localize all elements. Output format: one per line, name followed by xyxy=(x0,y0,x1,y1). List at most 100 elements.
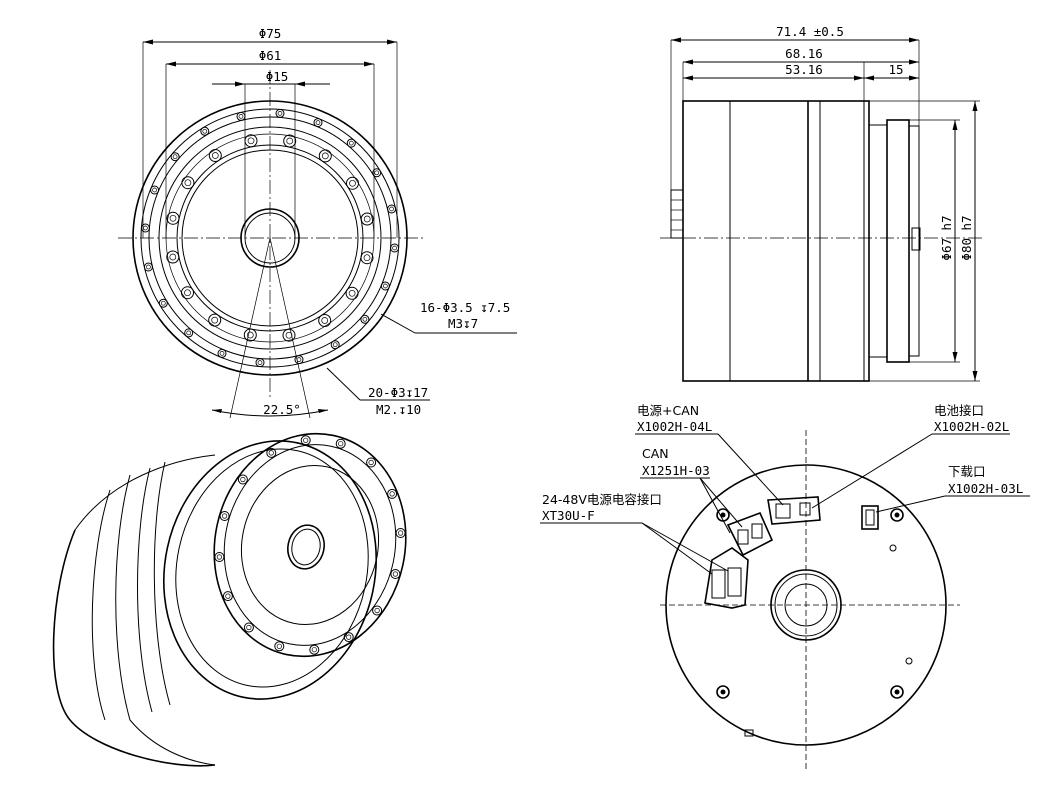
mounting-hole xyxy=(387,488,398,499)
mounting-hole xyxy=(390,243,400,253)
mounting-hole xyxy=(266,447,277,458)
mounting-hole xyxy=(237,474,248,485)
mounting-hole-inner xyxy=(238,114,244,119)
mounting-hole xyxy=(274,641,285,652)
mounting-hole xyxy=(166,211,180,225)
mounting-hole-inner xyxy=(186,330,192,336)
mounting-hole-inner xyxy=(315,120,321,125)
mounting-hole xyxy=(345,286,359,300)
mounting-hole xyxy=(170,152,180,162)
mounting-hole-inner xyxy=(257,360,263,365)
mounting-hole-inner xyxy=(368,459,374,466)
hole-callout-1: 16-Φ3.5 ↧7.5 xyxy=(420,300,510,315)
connector-label-power-can: 电源+CAN xyxy=(637,403,699,418)
mounting-hole xyxy=(143,262,153,272)
mounting-hole-inner xyxy=(392,245,397,251)
mounting-hole-inner xyxy=(277,111,283,116)
mounting-hole xyxy=(236,111,246,121)
mounting-hole-inner xyxy=(169,253,177,261)
mounting-hole-inner xyxy=(240,476,246,483)
connector-part-download: X1002H-03L xyxy=(948,481,1023,496)
mounting-hole xyxy=(243,622,254,633)
mounting-hole-inner xyxy=(143,225,148,231)
mounting-hole-inner xyxy=(247,137,255,145)
connector-part-battery: X1002H-02L xyxy=(934,419,1009,434)
mounting-hole-inner xyxy=(152,187,157,193)
mounting-hole xyxy=(318,314,332,327)
mounting-hole xyxy=(380,281,390,291)
mounting-hole-inner xyxy=(338,441,344,447)
dim-dia-mid: Φ61 xyxy=(259,48,282,63)
mounting-hole-inner xyxy=(392,571,398,577)
connector-part-can: X1251H-03 xyxy=(642,463,710,478)
mounting-hole xyxy=(214,552,225,562)
mounting-hole-inner xyxy=(169,214,177,222)
mounting-hole xyxy=(181,286,194,300)
mounting-hole-inner xyxy=(311,647,317,653)
dim-dia-67: Φ67 h7 xyxy=(939,215,954,260)
mounting-hole-inner xyxy=(389,491,395,497)
dim-length-a: 68.16 xyxy=(785,46,823,61)
mounting-hole-inner xyxy=(184,289,191,297)
mounting-hole xyxy=(217,348,227,358)
mounting-hole-inner xyxy=(276,643,282,649)
mounting-hole-inner xyxy=(285,331,293,339)
mounting-hole-inner xyxy=(362,316,368,322)
mounting-hole xyxy=(390,569,401,579)
dim-dia-80: Φ80 h7 xyxy=(959,215,974,260)
mounting-hole-inner xyxy=(321,317,329,324)
mounting-hole xyxy=(330,340,340,350)
mounting-hole xyxy=(360,314,370,324)
mounting-hole xyxy=(208,313,222,327)
mounting-hole-inner xyxy=(349,179,356,187)
mounting-hole-inner xyxy=(348,289,356,297)
mounting-hole-inner xyxy=(184,179,192,187)
dim-length-total: 71.4 ±0.5 xyxy=(776,24,844,39)
dim-dia-inner: Φ15 xyxy=(266,69,289,84)
mounting-hole-inner xyxy=(246,331,254,339)
mounting-hole-inner xyxy=(389,206,394,212)
connector-label-power-cap: 24-48V电源电容接口 xyxy=(542,492,662,507)
dim-length-c: 15 xyxy=(888,62,903,77)
mounting-hole-inner xyxy=(303,437,309,443)
mounting-hole-inner xyxy=(268,450,274,456)
mounting-hole xyxy=(372,605,383,616)
isometric-view xyxy=(52,432,407,767)
mounting-hole xyxy=(294,355,304,365)
hole-callout-2: 20-Φ3↧17 xyxy=(368,385,428,400)
mounting-hole xyxy=(283,134,297,148)
mounting-hole-inner xyxy=(211,316,219,324)
mounting-hole xyxy=(309,644,320,655)
mounting-hole xyxy=(343,632,354,643)
mounting-hole-inner xyxy=(219,351,225,356)
mounting-hole-inner xyxy=(363,254,371,262)
mounting-hole xyxy=(208,149,222,162)
mounting-hole xyxy=(222,591,233,602)
mounting-hole xyxy=(346,176,359,190)
mounting-hole xyxy=(219,511,230,521)
mounting-hole-inner xyxy=(374,607,380,614)
mounting-hole-inner xyxy=(222,513,228,519)
mounting-hole xyxy=(150,185,160,195)
mounting-hole xyxy=(140,223,150,233)
mounting-hole xyxy=(313,118,323,128)
mounting-hole xyxy=(255,358,265,368)
dim-length-b: 53.16 xyxy=(785,62,823,77)
mounting-hole xyxy=(181,176,195,190)
hole-callout-2b: M2.↧10 xyxy=(376,402,421,417)
mounting-hole-inner xyxy=(246,624,252,631)
mounting-hole-inner xyxy=(363,215,371,223)
connector-part-power-can: X1002H-04L xyxy=(637,419,712,434)
rear-view: 电源+CAN X1002H-04L 电池接口 X1002H-02L CAN X1… xyxy=(540,403,1030,770)
mounting-hole xyxy=(387,204,397,214)
mounting-hole-inner xyxy=(216,554,222,560)
mounting-hole-inner xyxy=(202,128,208,134)
mounting-hole xyxy=(346,138,356,148)
mounting-hole xyxy=(300,435,311,446)
mounting-hole xyxy=(360,251,374,265)
mounting-hole xyxy=(275,108,285,118)
side-view: 71.4 ±0.5 68.16 53.16 15 Φ67 h7 Φ80 h7 xyxy=(660,24,985,382)
mounting-hole-inner xyxy=(383,283,388,289)
mounting-hole xyxy=(184,328,194,338)
mounting-hole xyxy=(244,134,258,148)
